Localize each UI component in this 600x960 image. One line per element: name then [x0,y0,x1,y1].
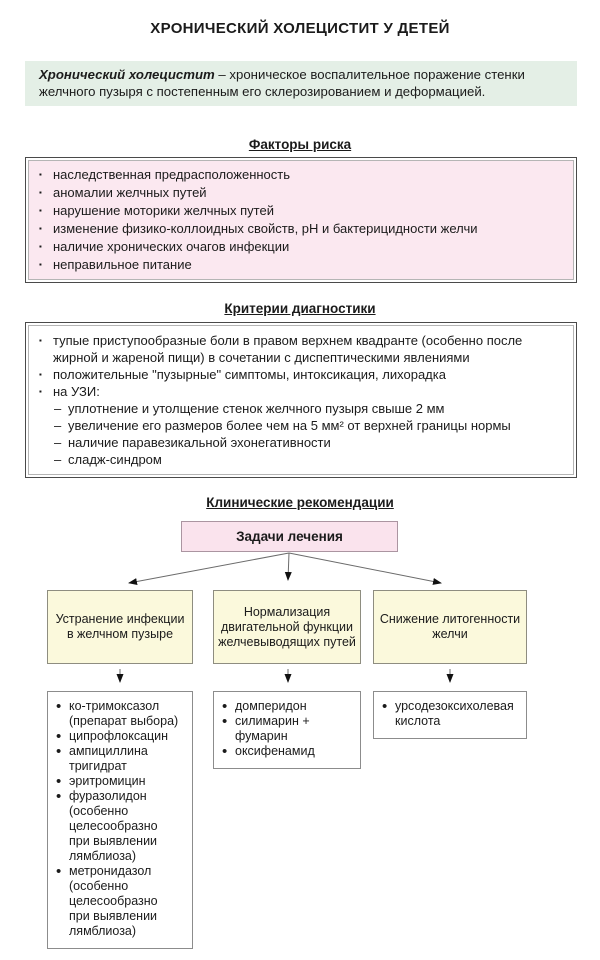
round-bullet-icon: • [56,773,62,790]
round-bullet-icon: • [56,728,62,745]
drug-item: • метронидазол (особенно целесообразно пр… [56,864,180,939]
drug-box-lithogenicity: • урсодезоксихолевая кислота [373,691,527,739]
ultrasound-label: на УЗИ: [53,384,100,399]
definition-text: – хроническое воспалительное поражение с… [39,67,525,99]
section-heading-recommendations: Клинические рекомендации [206,495,394,510]
drug-text: эритромицин [69,774,146,788]
square-bullet-icon: ▪ [39,170,42,179]
ultrasound-text: наличие паравезикальной эхонегативности [68,435,331,450]
drug-text: оксифенамид [235,744,315,758]
drug-text: ко-тримоксазол (препарат выбора) [69,699,179,728]
goal-text: Снижение литогенности желчи [379,612,521,641]
risk-factor-text: изменение физико-коллоидных свойств, pH … [53,221,478,236]
diagnostics-list: ▪ тупые приступообразные боли в правом ве… [28,325,574,475]
goal-box-infection: Устранение инфекции в желчном пузыре [47,590,193,664]
drug-item: • оксифенамид [222,744,348,759]
round-bullet-icon: • [56,743,62,760]
dash-bullet-icon: – [54,418,62,433]
drug-text: урсодезоксихолевая кислота [395,699,514,728]
down-arrows [116,669,454,683]
diagnostic-text: положительные "пузырные" симптомы, инток… [53,367,446,382]
risk-factor-text: неправильное питание [53,257,192,272]
branch-arrows [128,552,442,585]
diagnostic-item-ultrasound: ▪ на УЗИ: [39,383,563,400]
risk-factor-text: наследственная предрасположенность [53,167,291,182]
dash-bullet-icon: – [54,452,62,467]
ultrasound-item: –увеличение его размеров более чем на 5 … [54,417,563,434]
drug-lists-row: • ко-тримоксазол (препарат выбора) • ципро… [0,691,600,959]
dash-bullet-icon: – [54,435,62,450]
ultrasound-sublist: –уплотнение и утолщение стенок желчного … [39,400,563,468]
ultrasound-text: уплотнение и утолщение стенок желчного п… [68,401,445,416]
drug-item: • ципрофлоксацин [56,729,180,744]
page-title: ХРОНИЧЕСКИЙ ХОЛЕЦИСТИТ У ДЕТЕЙ [150,20,450,37]
drug-item: • ко-тримоксазол (препарат выбора) [56,699,180,729]
square-bullet-icon: ▪ [39,387,42,396]
treatment-goals-row: Устранение инфекции в желчном пузыре Нор… [0,590,600,664]
risk-factors-list: ▪ наследственная предрасположенность ▪ ано… [28,160,574,280]
ultrasound-text: сладж-синдром [68,452,162,467]
drug-item: • силимарин + фумарин [222,714,348,744]
ultrasound-text: увеличение его размеров более чем на 5 м… [68,418,511,433]
ultrasound-item: –наличие паравезикальной эхонегативности [54,434,563,451]
square-bullet-icon: ▪ [39,242,42,251]
round-bullet-icon: • [56,863,62,880]
risk-factor-text: наличие хронических очагов инфекции [53,239,290,254]
treatment-tasks-label: Задачи лечения [236,529,343,544]
drug-text: фуразолидон (особенно целесообразно при … [69,789,158,863]
square-bullet-icon: ▪ [39,336,42,345]
round-bullet-icon: • [56,698,62,715]
section-heading-diagnostics: Критерии диагностики [224,301,376,316]
ultrasound-item: –сладж-синдром [54,451,563,468]
treatment-tasks-box: Задачи лечения [181,521,398,552]
drug-item: • фуразолидон (особенно целесообразно при… [56,789,180,864]
section-heading-risk-factors: Факторы риска [248,137,352,152]
diagnostic-item: ▪ положительные "пузырные" симптомы, инто… [39,366,563,383]
goal-box-lithogenicity: Снижение литогенности желчи [373,590,527,664]
round-bullet-icon: • [222,743,228,760]
drug-box-motor-function: • домперидон • силимарин + фумарин • оксифе… [213,691,361,769]
risk-factor-item: ▪ нарушение моторики желчных путей [39,202,563,220]
diagnostic-text: тупые приступообразные боли в правом вер… [53,333,523,365]
round-bullet-icon: • [56,788,62,805]
drug-item: • домперидон [222,699,348,714]
risk-factors-box: ▪ наследственная предрасположенность ▪ ано… [25,157,577,283]
definition-box: Хронический холецистит – хроническое вос… [25,61,577,106]
square-bullet-icon: ▪ [39,206,42,215]
square-bullet-icon: ▪ [39,188,42,197]
round-bullet-icon: • [222,698,228,715]
drug-text: домперидон [235,699,307,713]
risk-factor-text: аномалии желчных путей [53,185,207,200]
round-bullet-icon: • [222,713,228,730]
drug-text: метронидазол (особенно целесообразно при… [69,864,158,938]
risk-factor-text: нарушение моторики желчных путей [53,203,274,218]
drug-item: • ампициллина тригидрат [56,744,180,774]
risk-factor-item: ▪ аномалии желчных путей [39,184,563,202]
drug-box-antibacterial: • ко-тримоксазол (препарат выбора) • ципро… [47,691,193,949]
drug-text: ципрофлоксацин [69,729,169,743]
goal-text: Устранение инфекции в желчном пузыре [55,612,185,641]
ultrasound-item: –уплотнение и утолщение стенок желчного … [54,400,563,417]
diagnostic-item: ▪ тупые приступообразные боли в правом ве… [39,332,563,366]
square-bullet-icon: ▪ [39,260,42,269]
drug-item: • урсодезоксихолевая кислота [382,699,514,729]
drug-text: ампициллина тригидрат [69,744,148,773]
dash-bullet-icon: – [54,401,62,416]
risk-factor-item: ▪ изменение физико-коллоидных свойств, pH… [39,220,563,238]
goal-text: Нормализация двигательной функции желчев… [218,604,356,649]
round-bullet-icon: • [382,698,388,715]
risk-factor-item: ▪ неправильное питание [39,256,563,274]
goal-box-motor-function: Нормализация двигательной функции желчев… [213,590,361,664]
drug-item: • эритромицин [56,774,180,789]
square-bullet-icon: ▪ [39,224,42,233]
definition-term: Хронический холецистит [39,67,215,82]
risk-factor-item: ▪ наследственная предрасположенность [39,166,563,184]
diagnostics-box: ▪ тупые приступообразные боли в правом ве… [25,322,577,478]
drug-text: силимарин + фумарин [235,714,310,743]
square-bullet-icon: ▪ [39,370,42,379]
risk-factor-item: ▪ наличие хронических очагов инфекции [39,238,563,256]
